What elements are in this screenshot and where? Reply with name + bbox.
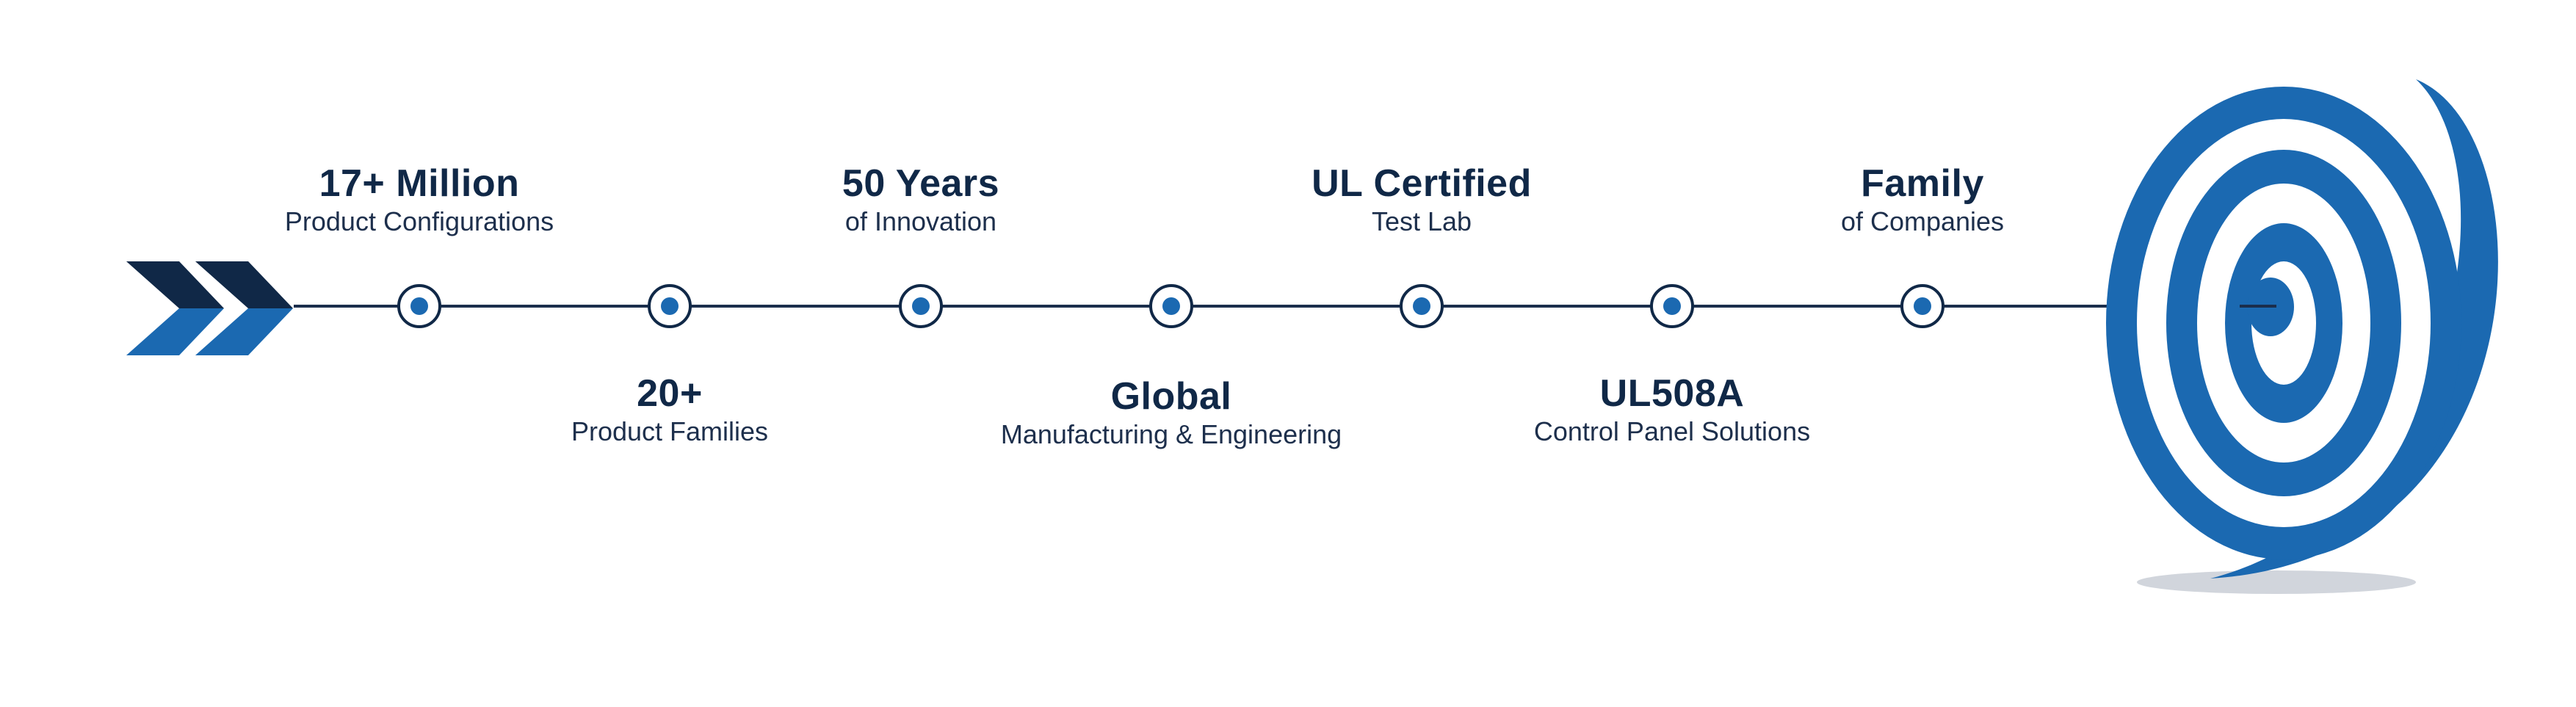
- milestone-subtitle: Product Families: [571, 416, 769, 446]
- timeline-dot-icon: [1900, 284, 1944, 328]
- timeline-nodes: [397, 284, 1944, 328]
- milestone-4: Global Manufacturing & Engineering: [936, 374, 1406, 451]
- milestone-7: Family of Companies: [1687, 162, 2157, 238]
- milestone-subtitle: Test Lab: [1371, 206, 1472, 236]
- timeline-dot-icon: [648, 284, 692, 328]
- milestone-subtitle: of Companies: [1840, 206, 2005, 236]
- milestone-subtitle: Product Configurations: [284, 206, 554, 236]
- timeline-dot-icon: [1650, 284, 1694, 328]
- milestone-2: 20+ Product Families: [435, 371, 905, 448]
- milestone-5: UL Certified Test Lab: [1187, 162, 1657, 238]
- milestone-title: 50 Years: [842, 162, 1000, 205]
- double-chevron-arrow-icon: [126, 261, 293, 355]
- milestone-1: 17+ Million Product Configurations: [184, 162, 654, 238]
- timeline-dot-icon: [1400, 284, 1444, 328]
- milestone-subtitle: Control Panel Solutions: [1533, 416, 1811, 446]
- milestone-title: Global: [1110, 375, 1232, 418]
- milestone-title: UL508A: [1599, 372, 1745, 415]
- timeline-dot-icon: [899, 284, 943, 328]
- timeline-dot-icon: [397, 284, 441, 328]
- milestone-6: UL508A Control Panel Solutions: [1437, 371, 1907, 448]
- milestone-subtitle: of Innovation: [844, 206, 997, 236]
- milestone-title: UL Certified: [1311, 162, 1532, 205]
- milestone-3: 50 Years of Innovation: [686, 162, 1156, 238]
- milestone-title: 20+: [637, 372, 703, 415]
- target-bullseye-icon: [2106, 79, 2498, 594]
- milestone-title: Family: [1861, 162, 1984, 205]
- timeline-dot-icon: [1149, 284, 1193, 328]
- milestone-title: 17+ Million: [319, 162, 520, 205]
- milestone-subtitle: Manufacturing & Engineering: [1000, 419, 1342, 449]
